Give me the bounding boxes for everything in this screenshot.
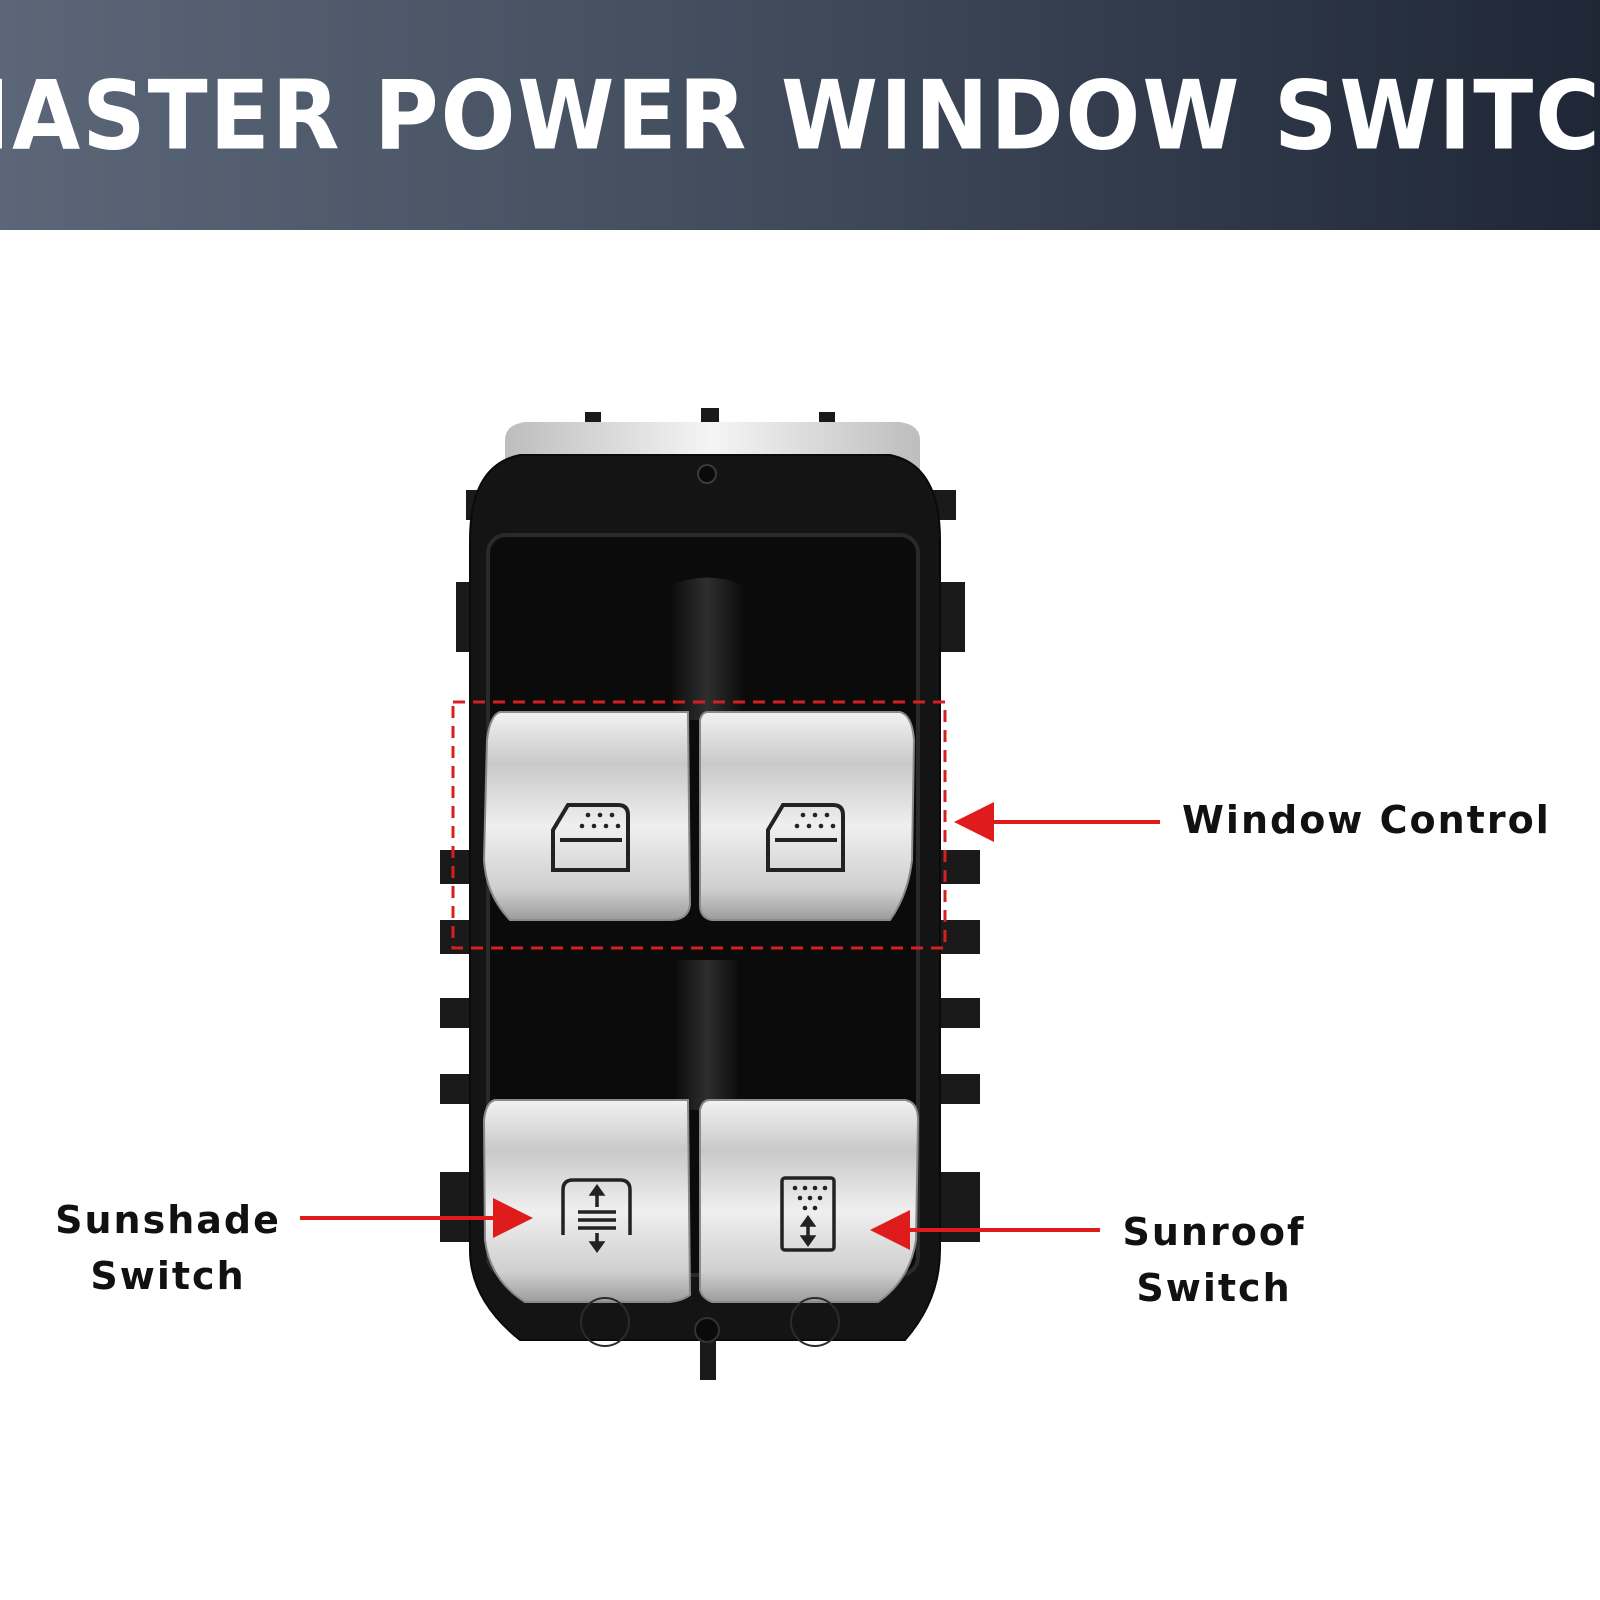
sunshade-switch[interactable]: [482, 1099, 692, 1303]
window-switch-right[interactable]: [699, 711, 916, 921]
sunshade-label-line2: Switch: [90, 1254, 246, 1298]
sunroof-icon: [780, 1176, 836, 1252]
top-screw: [697, 464, 717, 484]
title-banner: MASTER POWER WINDOW SWITCH: [0, 0, 1600, 230]
sunroof-label-line2: Switch: [1136, 1266, 1292, 1310]
sunshade-switch-label: Sunshade Switch: [48, 1192, 288, 1304]
sunroof-label-line1: Sunroof: [1122, 1210, 1306, 1254]
sunshade-label-line1: Sunshade: [55, 1198, 281, 1242]
tray-center-rail-top: [672, 577, 742, 720]
bottom-screw: [694, 1317, 720, 1343]
window-control-label: Window Control: [1182, 798, 1551, 842]
sunroof-switch[interactable]: [699, 1099, 920, 1303]
window-glass-icon: [766, 803, 845, 872]
window-glass-icon: [551, 803, 630, 872]
bottom-pad: [790, 1297, 840, 1347]
window-control-highlight: [451, 700, 947, 950]
bottom-pad: [580, 1297, 630, 1347]
sunroof-switch-label: Sunroof Switch: [1110, 1204, 1318, 1316]
sunshade-icon: [561, 1178, 632, 1254]
page-title: MASTER POWER WINDOW SWITCH: [0, 59, 1600, 171]
tray-center-rail-bottom: [677, 960, 737, 1110]
